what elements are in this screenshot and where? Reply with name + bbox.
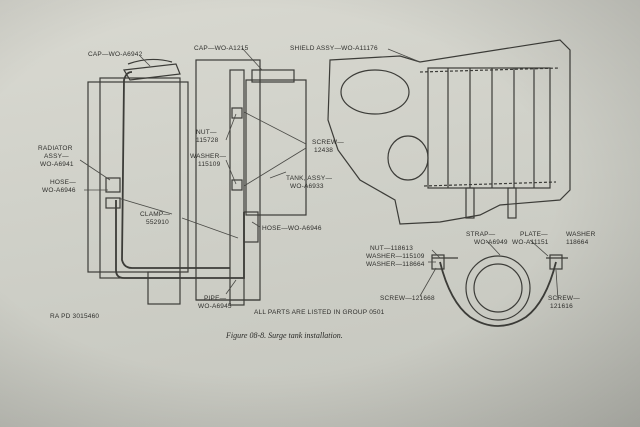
label-clamp-1: CLAMP—: [140, 211, 170, 218]
label-pipe-2: WO-A6945: [198, 303, 232, 310]
label-strap-1: STRAP—: [466, 231, 496, 238]
label-washer-1: WASHER—: [190, 153, 226, 160]
label-nut-1: NUT—: [196, 129, 217, 136]
label-all-parts: ALL PARTS ARE LISTED IN GROUP 0501: [254, 309, 385, 316]
label-pipe-1: PIPE—: [204, 295, 227, 302]
figure-caption: Figure 08-8. Surge tank installation.: [225, 331, 343, 340]
label-screw-r2-2: 121616: [550, 303, 573, 310]
label-shield: SHIELD ASSY—WO-A11176: [290, 45, 378, 52]
label-washer-r3-1: WASHER: [566, 231, 596, 238]
strap-detail: [431, 254, 568, 327]
label-washer-r3-2: 118664: [566, 239, 589, 246]
label-tank-2: WO-A6933: [290, 183, 324, 190]
label-nut-2: 115728: [196, 137, 219, 144]
radiator-assembly: [87, 58, 230, 305]
label-tank-1: TANK, ASSY—: [286, 175, 332, 182]
label-nut-r: NUT—118613: [370, 245, 413, 252]
label-radiator-3: WO-A6941: [40, 161, 74, 168]
shield-assembly: [327, 39, 571, 225]
label-plate-2: WO-A11151: [512, 239, 549, 246]
leader-lines: [79, 47, 559, 301]
label-cap-mid: CAP—WO-A1215: [194, 45, 249, 52]
label-screw-1: SCREW—: [312, 139, 344, 146]
surge-tank: [195, 59, 307, 306]
label-screw-r: SCREW—121668: [380, 295, 435, 302]
part-labels: CAP—WO-A6942 CAP—WO-A1215 SHIELD ASSY—WO…: [38, 45, 596, 320]
label-screw-2: 12438: [314, 147, 333, 154]
label-cap-left: CAP—WO-A6942: [88, 51, 143, 58]
label-clamp-2: 552910: [146, 219, 169, 226]
label-radiator-1: RADIATOR: [38, 145, 73, 152]
label-washer-2: 115109: [198, 161, 221, 168]
label-plate-1: PLATE—: [520, 231, 548, 238]
label-washer-r1: WASHER—115109: [366, 253, 425, 260]
label-strap-2: WO-A6949: [474, 239, 508, 246]
label-hose-left-2: WO-A6946: [42, 187, 76, 194]
label-radiator-2: ASSY—: [44, 153, 69, 160]
label-hose-left-1: HOSE—: [50, 179, 76, 186]
label-screw-r2-1: SCREW—: [548, 295, 580, 302]
label-hose-mid: HOSE—WO-A6946: [262, 225, 322, 232]
label-ra-pd: RA PD 3015460: [50, 313, 99, 320]
label-washer-r2: WASHER—118664: [366, 261, 425, 268]
